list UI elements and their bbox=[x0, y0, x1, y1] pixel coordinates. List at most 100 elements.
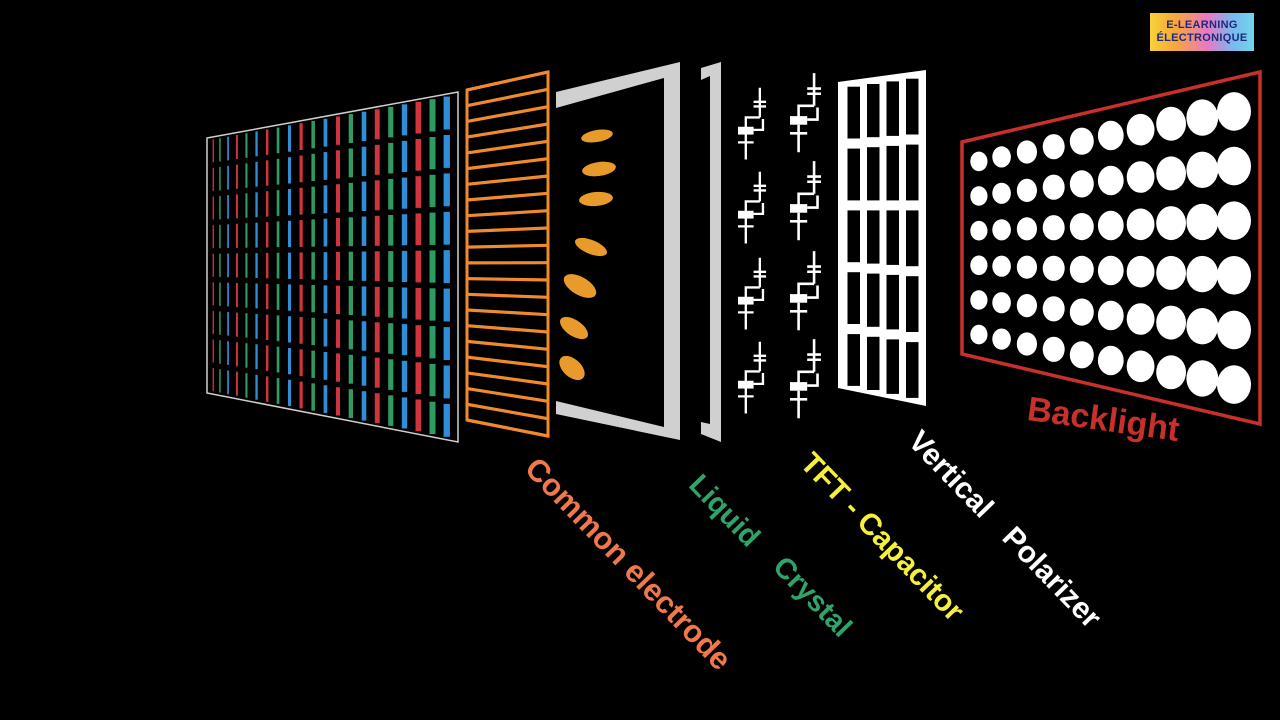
backlight-led bbox=[1186, 203, 1219, 241]
color-filter-cell bbox=[311, 186, 315, 214]
backlight-led bbox=[992, 182, 1011, 204]
backlight-led bbox=[1097, 345, 1124, 376]
color-filter-cell bbox=[219, 195, 221, 220]
tft-capacitor bbox=[744, 171, 767, 213]
color-filter-cell bbox=[219, 167, 221, 191]
brand-logo: E-LEARNING ÉLECTRONIQUE bbox=[1150, 13, 1254, 51]
backlight-led bbox=[1016, 178, 1037, 202]
color-filter-cell bbox=[348, 389, 353, 419]
color-filter-cell bbox=[429, 363, 436, 397]
backlight-led bbox=[992, 219, 1011, 241]
tft-capacitor bbox=[797, 339, 821, 384]
tft-gate bbox=[738, 296, 754, 305]
backlight-led bbox=[1156, 255, 1186, 290]
backlight-led bbox=[992, 292, 1011, 314]
color-filter-cell bbox=[336, 218, 340, 247]
backlight-led bbox=[1097, 300, 1124, 331]
color-filter-cell bbox=[415, 325, 422, 357]
backlight-led bbox=[1069, 298, 1094, 326]
tft-gate bbox=[738, 126, 754, 135]
color-filter-cell bbox=[415, 101, 422, 134]
electrode-slat bbox=[466, 70, 549, 92]
color-filter-cell bbox=[401, 214, 408, 246]
polarizer-cell bbox=[906, 144, 919, 201]
backlight-led bbox=[1217, 310, 1251, 350]
color-filter-cell bbox=[388, 323, 394, 354]
backlight-led bbox=[1016, 332, 1037, 356]
backlight-led bbox=[970, 151, 988, 172]
electrode-slat bbox=[466, 308, 549, 317]
color-filter-cell bbox=[227, 224, 229, 248]
color-filter-cell bbox=[443, 250, 450, 284]
tft-gate bbox=[738, 210, 754, 219]
tft-lead bbox=[753, 202, 765, 216]
backlight-layer bbox=[960, 69, 1262, 427]
backlight-led bbox=[970, 255, 988, 276]
color-filter-cell bbox=[374, 357, 380, 388]
backlight-led bbox=[970, 220, 988, 241]
color-filter-cell bbox=[265, 345, 269, 371]
color-filter-cell bbox=[255, 313, 258, 339]
color-filter-cell bbox=[361, 111, 367, 142]
color-filter-cell bbox=[388, 287, 394, 318]
color-filter-cell bbox=[212, 339, 214, 363]
backlight-led bbox=[1186, 255, 1219, 293]
polarizer-cell bbox=[886, 145, 899, 201]
tft-gate bbox=[790, 294, 808, 303]
color-filter-cell bbox=[361, 181, 367, 211]
backlight-led bbox=[1042, 134, 1065, 160]
color-filter-cell bbox=[265, 252, 269, 279]
electrode-slat bbox=[466, 402, 549, 421]
tft-capacitor bbox=[797, 251, 821, 296]
color-filter-cell bbox=[212, 310, 214, 334]
color-filter-cell bbox=[388, 251, 394, 282]
electrode-slat bbox=[466, 277, 549, 282]
liquid-crystal-layer bbox=[556, 62, 680, 440]
backlight-led bbox=[1042, 215, 1065, 241]
tft-lead bbox=[807, 285, 819, 299]
color-filter-cell bbox=[219, 224, 221, 249]
color-filter-cell bbox=[374, 286, 380, 317]
color-filter-cell bbox=[276, 221, 280, 248]
color-filter-cell bbox=[288, 125, 291, 152]
color-filter-cell bbox=[323, 318, 328, 347]
polarizer-cell bbox=[886, 274, 899, 330]
tft-capacitor bbox=[744, 257, 767, 299]
backlight-led bbox=[992, 255, 1011, 277]
backlight-led bbox=[970, 186, 988, 206]
backlight-led bbox=[1126, 113, 1155, 146]
color-filter-cell bbox=[236, 342, 238, 367]
color-filter-cell bbox=[245, 253, 248, 278]
logo-line-2: ÉLECTRONIQUE bbox=[1156, 32, 1248, 44]
tft-cell bbox=[738, 171, 767, 244]
color-filter-cell bbox=[388, 395, 394, 426]
color-filter-cell bbox=[429, 174, 436, 208]
color-filter-cell bbox=[374, 109, 380, 140]
polarizer-cell bbox=[906, 342, 919, 398]
color-filter-cell bbox=[299, 252, 303, 280]
color-filter-cell bbox=[336, 319, 340, 348]
tft-lead bbox=[753, 372, 765, 386]
color-filter-cell bbox=[219, 282, 221, 306]
backlight-led bbox=[1097, 210, 1124, 241]
color-filter-cell bbox=[415, 399, 422, 432]
tft-channel bbox=[738, 388, 754, 414]
color-filter-cell bbox=[374, 144, 380, 175]
polarizer-cell bbox=[867, 84, 880, 138]
color-filter-cell bbox=[429, 99, 436, 132]
color-filter-cell bbox=[429, 137, 436, 170]
glass-plate bbox=[701, 62, 721, 442]
tft-cell bbox=[738, 341, 767, 414]
backlight-led bbox=[1016, 294, 1037, 318]
tft-lead bbox=[753, 118, 765, 132]
tft-lead bbox=[807, 107, 819, 121]
electrode-slat bbox=[466, 157, 549, 171]
backlight-led bbox=[1126, 350, 1155, 383]
polarizer-cell bbox=[867, 147, 880, 201]
backlight-led bbox=[1186, 360, 1219, 397]
electrode-slat bbox=[466, 209, 549, 218]
color-filter-cell bbox=[227, 253, 229, 278]
electrode-slat bbox=[466, 174, 549, 186]
color-filter-cell bbox=[265, 376, 269, 402]
color-filter-cell bbox=[236, 253, 238, 278]
